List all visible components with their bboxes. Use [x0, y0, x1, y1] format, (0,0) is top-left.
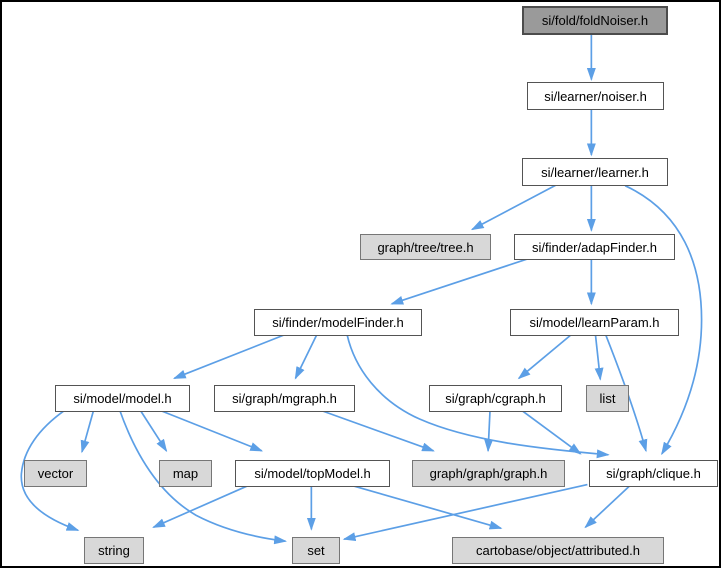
include-edge-learner-tree [470, 183, 558, 231]
graph-node-noiser[interactable]: si/learner/noiser.h [527, 82, 664, 110]
graph-node-map: map [159, 460, 212, 487]
graph-node-foldNoiser: si/fold/foldNoiser.h [522, 6, 668, 35]
graph-node-string: string [84, 537, 144, 564]
include-edge-learner-clique [624, 184, 703, 456]
include-edge-clique-set [342, 483, 588, 542]
include-edge-model-vector [80, 408, 95, 454]
graph-node-label: list [599, 391, 616, 406]
include-edge-model-string [20, 409, 80, 532]
graph-node-learnParam[interactable]: si/model/learnParam.h [510, 309, 679, 336]
graph-node-label: si/graph/mgraph.h [232, 391, 337, 406]
graph-node-label: si/graph/cgraph.h [445, 391, 546, 406]
graph-node-attributed: cartobase/object/attributed.h [452, 537, 664, 564]
include-edge-topModel-attributed [351, 484, 503, 530]
include-edge-model-map [138, 408, 168, 453]
include-edge-model-set [118, 409, 288, 545]
include-edge-mgraph-graphgraph [317, 408, 435, 452]
graph-node-mgraph[interactable]: si/graph/mgraph.h [214, 385, 355, 412]
graph-node-label: set [307, 543, 325, 558]
graph-node-label: graph/tree/tree.h [377, 239, 474, 255]
graph-node-label: map [172, 466, 199, 481]
include-edge-adapFinder-modelFinder [390, 257, 531, 305]
graph-node-cgraph[interactable]: si/graph/cgraph.h [429, 385, 562, 412]
graph-node-label: si/learner/noiser.h [544, 88, 647, 104]
include-edge-clique-attributed [584, 482, 633, 529]
graph-node-graphgraph: graph/graph/graph.h [412, 460, 565, 487]
graph-node-set: set [292, 537, 340, 564]
include-edge-modelFinder-model [172, 332, 288, 380]
graph-node-label: cartobase/object/attributed.h [475, 543, 641, 558]
graph-node-vector: vector [24, 460, 87, 487]
graph-node-topModel[interactable]: si/model/topModel.h [235, 460, 390, 487]
include-edge-modelFinder-mgraph [294, 333, 319, 380]
graph-node-modelFinder[interactable]: si/finder/modelFinder.h [254, 309, 422, 336]
graph-node-label: string [98, 543, 130, 558]
graph-node-label: si/finder/modelFinder.h [272, 315, 404, 330]
include-edge-cgraph-graphgraph [484, 409, 494, 453]
graph-node-label: si/learner/learner.h [541, 164, 649, 180]
graph-node-label: si/finder/adapFinder.h [531, 239, 658, 255]
graph-node-label: si/graph/clique.h [606, 466, 701, 481]
graph-node-tree: graph/tree/tree.h [360, 234, 491, 260]
graph-node-model[interactable]: si/model/model.h [55, 385, 190, 412]
include-edge-model-topModel [159, 409, 264, 452]
graph-node-list: list [586, 385, 629, 412]
graph-node-adapFinder[interactable]: si/finder/adapFinder.h [514, 234, 675, 260]
graph-node-learner[interactable]: si/learner/learner.h [522, 158, 668, 186]
include-edge-cgraph-clique [519, 408, 582, 455]
include-edge-learnParam-cgraph [517, 332, 574, 380]
graph-node-label: vector [37, 466, 74, 481]
graph-node-label: si/model/learnParam.h [529, 315, 660, 330]
graph-node-label: graph/graph/graph.h [429, 466, 548, 481]
include-edge-topModel-string [152, 482, 254, 529]
include-edge-learnParam-list [594, 333, 604, 381]
graph-node-label: si/fold/foldNoiser.h [541, 13, 649, 28]
include-edge-modelFinder-clique [346, 334, 610, 459]
graph-node-label: si/model/model.h [73, 391, 172, 406]
graph-node-clique[interactable]: si/graph/clique.h [589, 460, 718, 487]
graph-node-label: si/model/topModel.h [254, 466, 371, 481]
